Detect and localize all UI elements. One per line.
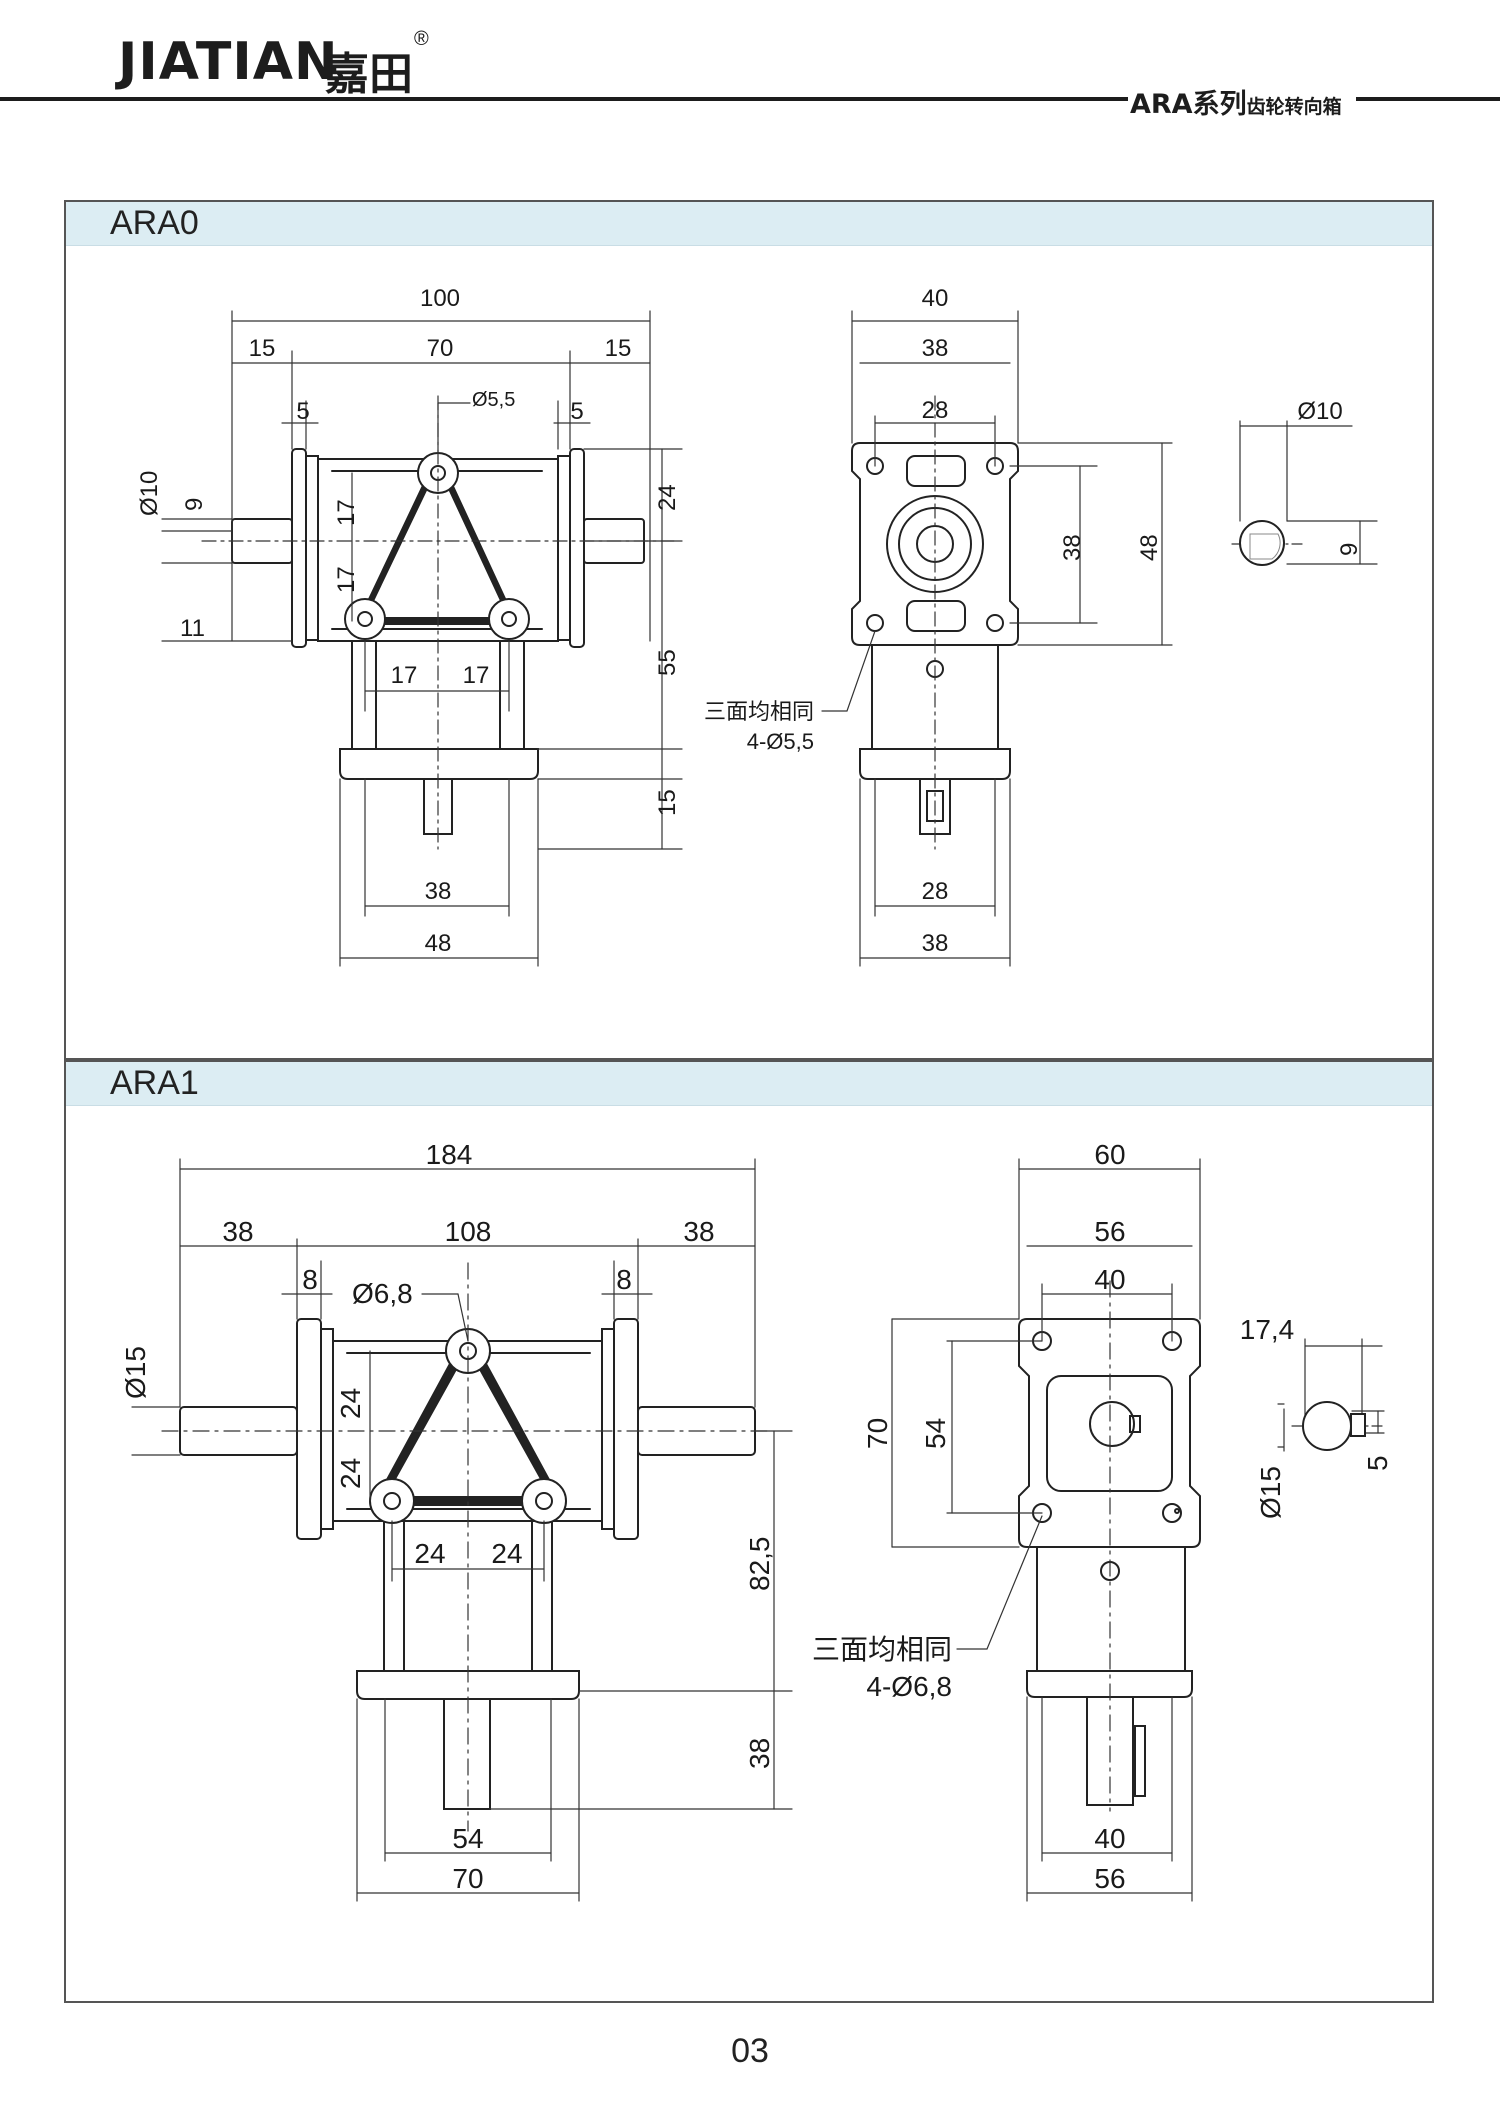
side-dim-base-inner: 28: [922, 878, 949, 905]
dim-pitch-up: 24: [335, 1388, 366, 1419]
section-ara1: ARA1: [64, 1060, 1434, 2003]
series-name: ARA系列: [1130, 89, 1247, 120]
dim-base-inner: 38: [425, 878, 452, 905]
dim-pitch-right: 17: [463, 662, 490, 689]
ara1-drawing: 184 38 108 38 8 8 Ø6,8 Ø15 24 24 24 24 8…: [120, 1139, 1393, 1902]
dim-flange-right: 8: [616, 1264, 632, 1295]
dim-base-outer: 70: [452, 1863, 483, 1894]
side-dim-third-width: 28: [922, 397, 949, 424]
dim-height-55: 55: [654, 649, 681, 676]
dim-segment-left: 38: [222, 1216, 253, 1247]
section-title: ARA0: [66, 202, 1432, 246]
dim-segment-right: 38: [683, 1216, 714, 1247]
dim-segment-center: 108: [445, 1216, 492, 1247]
side-note-line1: 三面均相同: [704, 699, 814, 724]
side-dim-top-width: 40: [922, 285, 949, 312]
dim-segment-center: 70: [427, 335, 454, 362]
dim-shaft-diameter: Ø10: [136, 471, 163, 516]
dim-height-15: 15: [654, 789, 681, 816]
side-dim-inner-height: 54: [920, 1418, 951, 1449]
ara0-side-dimension-lines: [821, 310, 1173, 967]
dim-height-38: 38: [744, 1738, 775, 1769]
shaft-section-key: 9: [1336, 543, 1363, 556]
dim-pitch-down: 17: [333, 566, 360, 593]
side-dim-base-outer: 56: [1094, 1863, 1125, 1894]
dim-flange-left: 5: [296, 398, 309, 425]
shaft-section-dia: Ø10: [1297, 398, 1342, 425]
side-dim-top-width: 60: [1094, 1139, 1125, 1170]
page-number: 03: [731, 2032, 769, 2070]
registered-mark: ®: [414, 28, 429, 50]
brand-logo-text: JIATIAN: [118, 32, 339, 92]
shaft-section-dia: Ø15: [1255, 1466, 1286, 1519]
side-dim-inner-height: 38: [1059, 534, 1086, 561]
shaft-section-width: 17,4: [1240, 1314, 1295, 1345]
dim-height-24: 24: [654, 484, 681, 511]
dim-segment-right: 15: [605, 335, 632, 362]
dim-pitch-up: 17: [333, 499, 360, 526]
ara1-front-dimension-lines: [131, 1158, 793, 1902]
series-title: ARA系列齿轮转向箱: [1130, 82, 1342, 121]
dim-pitch-right: 24: [491, 1538, 522, 1569]
dim-pitch-left: 24: [414, 1538, 445, 1569]
side-note-line1: 三面均相同: [812, 1634, 952, 1665]
side-note-line2: 4-Ø6,8: [866, 1671, 952, 1702]
dim-base-outer: 48: [425, 930, 452, 957]
ara1-side-dimension-lines: [891, 1158, 1201, 1902]
dim-shaft-diameter: Ø15: [120, 1346, 151, 1399]
page-header: JIATIAN 嘉田 ® ARA系列齿轮转向箱: [0, 0, 1500, 120]
side-dim-second-width: 38: [922, 335, 949, 362]
ara0-shaft-circle: [1239, 520, 1285, 566]
ara0-shaft-hatch: [1249, 533, 1281, 560]
header-rule-left: [0, 97, 1128, 101]
ara0-front-view-drawing: [231, 448, 645, 835]
dim-base-inner: 54: [452, 1823, 483, 1854]
dim-height-82: 82,5: [744, 1537, 775, 1592]
dim-overall-width: 100: [420, 285, 460, 312]
side-dim-second-width: 56: [1094, 1216, 1125, 1247]
dim-key-height: 9: [181, 498, 208, 511]
side-dim-third-width: 40: [1094, 1264, 1125, 1295]
dim-pitch-down: 24: [335, 1458, 366, 1489]
brand-logo-chinese: 嘉田: [325, 49, 413, 100]
dim-segment-left: 15: [249, 335, 276, 362]
side-note-line2: 4-Ø5,5: [747, 729, 814, 754]
ara0-front-dimension-lines: [161, 310, 683, 967]
dim-hole-diameter: Ø6,8: [352, 1278, 413, 1309]
header-rule-right: [1356, 97, 1500, 101]
side-dim-base-inner: 40: [1094, 1823, 1125, 1854]
section-title: ARA1: [66, 1062, 1432, 1106]
side-dim-outer-height: 48: [1136, 534, 1163, 561]
ara1-front-view-drawing: [179, 1318, 756, 1810]
ara0-drawing: 100 15 70 15 5 5 Ø5,5 Ø10 9 17 17 11 17 …: [136, 285, 1378, 967]
series-subtitle: 齿轮转向箱: [1246, 96, 1342, 118]
section-ara0: ARA0: [64, 200, 1434, 1060]
side-dim-outer-height: 70: [862, 1418, 893, 1449]
side-dim-base-outer: 38: [922, 930, 949, 957]
dim-flange-left: 8: [302, 1264, 318, 1295]
ara1-shaft-key: [1350, 1413, 1366, 1437]
dim-shaft-offset: 11: [180, 615, 205, 642]
dim-hole-diameter: Ø5,5: [472, 389, 515, 411]
shaft-section-key: 5: [1362, 1455, 1393, 1471]
dim-overall-width: 184: [426, 1139, 473, 1170]
dim-flange-right: 5: [570, 398, 583, 425]
ara1-shaft-circle: [1302, 1401, 1352, 1451]
dim-pitch-left: 17: [391, 662, 418, 689]
